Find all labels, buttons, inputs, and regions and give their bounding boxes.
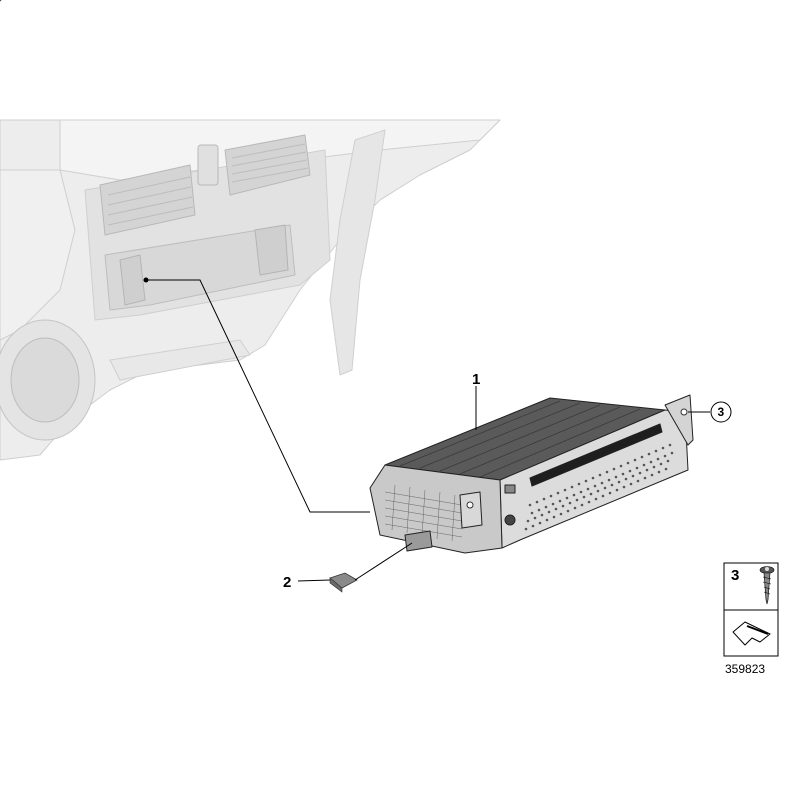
side-grille: [384, 484, 463, 542]
front-grille: [0, 0, 674, 531]
legend-box: 3: [723, 562, 779, 657]
head-unit: [0, 0, 694, 554]
callout-3[interactable]: 3: [710, 401, 732, 423]
install-direction-icon: [732, 621, 771, 646]
svg-text:3: 3: [718, 405, 725, 419]
legend-item-label: 3: [731, 567, 739, 584]
clip-part: [329, 572, 358, 593]
callout-2[interactable]: 2: [283, 574, 291, 591]
reference-number: 359823: [725, 662, 765, 676]
leader-lines: [148, 279, 710, 582]
screw-icon: [759, 566, 775, 605]
mounting-point-dot: [143, 277, 149, 283]
dashboard-illustration: [0, 119, 501, 461]
callout-1[interactable]: 1: [472, 371, 480, 388]
